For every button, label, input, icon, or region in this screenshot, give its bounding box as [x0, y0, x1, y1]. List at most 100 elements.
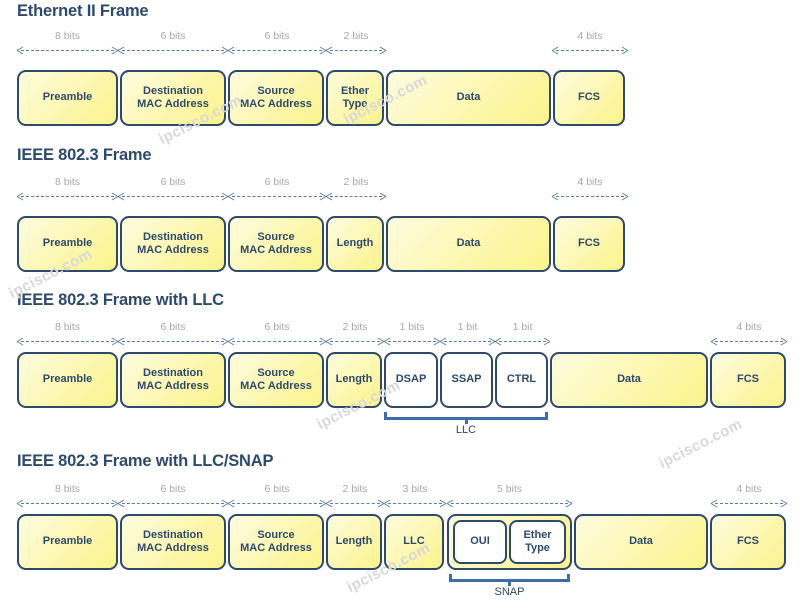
- watermark: ipcisco.com: [656, 415, 746, 473]
- dimension-label: 6 bits: [264, 483, 290, 495]
- frame-field-ssap[interactable]: SSAP: [440, 352, 493, 408]
- dimension-label: 8 bits: [54, 30, 81, 42]
- frame-field-length[interactable]: Length: [326, 216, 384, 272]
- frame-field-dsap[interactable]: DSAP: [384, 352, 438, 408]
- dimension-label: 6 bits: [264, 321, 290, 333]
- dimension-label: 4 bits: [577, 176, 603, 188]
- dimension-line: [232, 50, 322, 51]
- dimension-label: 4 bits: [577, 30, 603, 42]
- dimension-marker: 4 bits: [552, 30, 628, 58]
- dimension-marker: 5 bits: [447, 483, 572, 511]
- arrow-right-icon: [440, 498, 446, 508]
- frame-field-fcs[interactable]: FCS: [553, 70, 625, 126]
- arrow-left-icon: [118, 191, 124, 201]
- section-title: IEEE 802.3 Frame with LLC: [17, 291, 224, 309]
- dimension-marker: 4 bits: [711, 483, 787, 511]
- dimension-label: 2 bits: [343, 30, 369, 42]
- frame-field-data[interactable]: Data: [550, 352, 708, 408]
- dimension-line: [444, 341, 491, 342]
- dimension-line: [330, 503, 380, 504]
- frame-field-fcs[interactable]: FCS: [710, 514, 786, 570]
- dimension-line: [232, 196, 322, 197]
- dimension-line: [232, 503, 322, 504]
- frame-field-data[interactable]: Data: [574, 514, 708, 570]
- dimension-line: [21, 503, 114, 504]
- dimension-marker: 2 bits: [326, 30, 386, 58]
- arrow-left-icon: [17, 498, 23, 508]
- dimension-label: 2 bits: [342, 483, 368, 495]
- section-title: Ethernet II Frame: [17, 2, 149, 20]
- bracket-label: LLC: [455, 424, 477, 436]
- arrow-right-icon: [380, 191, 386, 201]
- frame-field-fcs[interactable]: FCS: [710, 352, 786, 408]
- arrow-left-icon: [118, 45, 124, 55]
- arrow-left-icon: [228, 498, 234, 508]
- dimension-line: [21, 50, 114, 51]
- frame-field-length[interactable]: Length: [326, 514, 382, 570]
- frame-field-oui[interactable]: OUI: [453, 520, 507, 564]
- dimension-row: 8 bits 6 bits 6 bits 2 bits 4 bits: [0, 30, 803, 58]
- dimension-label: 6 bits: [160, 321, 186, 333]
- arrow-left-icon: [228, 45, 234, 55]
- dimension-marker: 6 bits: [118, 483, 228, 511]
- frame-field-data[interactable]: Data: [386, 216, 551, 272]
- dimension-line: [330, 50, 382, 51]
- frame-field-ctrl[interactable]: CTRL: [495, 352, 548, 408]
- bracket-tick-center: [508, 579, 511, 586]
- dimension-label: 8 bits: [54, 176, 81, 188]
- dimension-row: 8 bits 6 bits 6 bits 2 bits 3 bits: [0, 483, 803, 511]
- dimension-line: [715, 503, 783, 504]
- group-bracket-llc: LLC: [384, 411, 548, 441]
- frame-field-data[interactable]: Data: [386, 70, 551, 126]
- dimension-marker: 8 bits: [17, 176, 118, 204]
- arrow-right-icon: [380, 45, 386, 55]
- arrow-left-icon: [326, 498, 332, 508]
- dimension-label: 1 bits: [399, 321, 425, 333]
- frame-field-preamble[interactable]: Preamble: [17, 514, 118, 570]
- arrow-left-icon: [384, 498, 390, 508]
- arrow-left-icon: [17, 191, 23, 201]
- frame-field-preamble[interactable]: Preamble: [17, 352, 118, 408]
- arrow-right-icon: [566, 498, 572, 508]
- dimension-line: [330, 196, 382, 197]
- dimension-marker: 6 bits: [118, 176, 228, 204]
- section-title: IEEE 802.3 Frame: [17, 146, 152, 164]
- dimension-marker: 3 bits: [384, 483, 446, 511]
- frame-field-length[interactable]: Length: [326, 352, 382, 408]
- dimension-marker: 6 bits: [118, 321, 228, 349]
- arrow-right-icon: [781, 498, 787, 508]
- dimension-marker: 2 bits: [326, 176, 386, 204]
- arrow-left-icon: [552, 191, 558, 201]
- frame-field-llc[interactable]: LLC: [384, 514, 444, 570]
- dimension-label: 4 bits: [736, 321, 762, 333]
- bracket-label: SNAP: [494, 586, 525, 598]
- dimension-line: [556, 196, 624, 197]
- dimension-line: [122, 50, 224, 51]
- dimension-marker: 1 bit: [440, 321, 495, 349]
- frame-field-preamble[interactable]: Preamble: [17, 70, 118, 126]
- frame-field-fcs[interactable]: FCS: [553, 216, 625, 272]
- dimension-marker: 6 bits: [118, 30, 228, 58]
- frame-field-preamble[interactable]: Preamble: [17, 216, 118, 272]
- dimension-line: [388, 341, 436, 342]
- arrow-left-icon: [495, 336, 501, 346]
- dimension-label: 6 bits: [160, 30, 186, 42]
- dimension-label: 6 bits: [264, 30, 290, 42]
- dimension-label: 6 bits: [160, 176, 186, 188]
- bracket-tick-left: [384, 412, 387, 420]
- dimension-line: [556, 50, 624, 51]
